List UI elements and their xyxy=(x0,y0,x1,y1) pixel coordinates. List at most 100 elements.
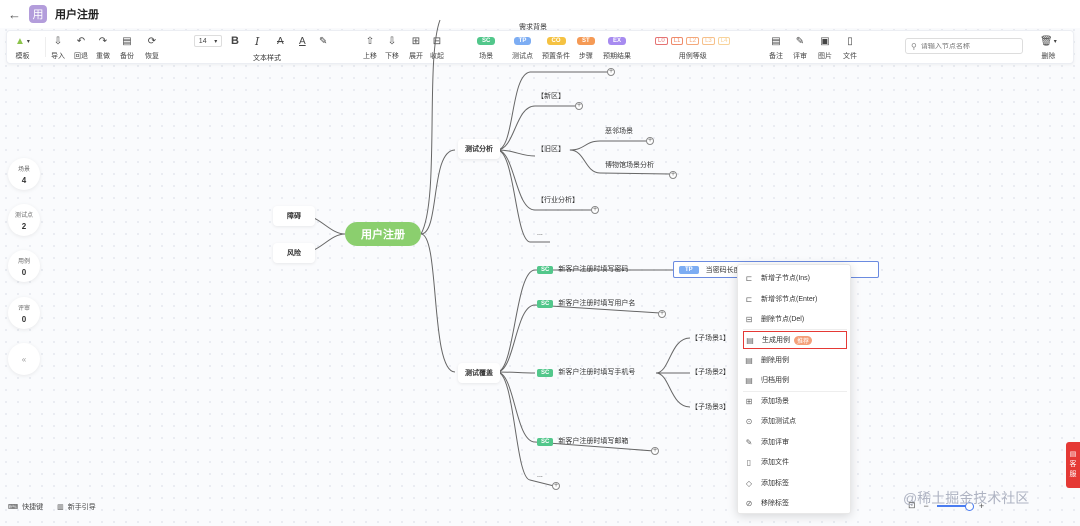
strikethrough-button[interactable]: A xyxy=(277,34,284,48)
menu-add-review[interactable]: ✎添加评审 xyxy=(743,434,847,450)
menu-generate-case[interactable]: ▤生成用例推荐 xyxy=(743,331,847,349)
add-node-icon[interactable]: + xyxy=(658,310,666,318)
undo-button[interactable]: ↶回退 xyxy=(74,35,88,61)
menu-delete-case[interactable]: ▤删除用例 xyxy=(743,352,847,368)
search-input[interactable] xyxy=(920,42,1017,50)
add-node-icon[interactable]: + xyxy=(575,102,583,110)
ex-pill: EX xyxy=(607,37,626,45)
node-new-area[interactable]: 【新区】 xyxy=(537,93,565,100)
expand-button[interactable]: ⊞展开 xyxy=(409,35,423,61)
archive-case-icon: ▤ xyxy=(745,375,753,385)
node-ellipsis[interactable]: ... xyxy=(537,230,543,237)
undo-icon: ↶ xyxy=(76,35,86,47)
font-size-select[interactable]: 14▾ xyxy=(194,34,222,48)
zoom-controls: ⊡ − + xyxy=(908,500,984,511)
zoom-in-icon[interactable]: + xyxy=(978,500,985,511)
image-icon: ▣ xyxy=(820,35,830,47)
sub-scene-3[interactable]: 【子场景3】 xyxy=(691,404,730,411)
add-node-icon[interactable]: + xyxy=(669,171,677,179)
node-museum[interactable]: 博物馆场景分析 xyxy=(605,162,654,169)
collapse-button[interactable]: ⊟收起 xyxy=(430,35,444,61)
move-down-icon: ⇩ xyxy=(387,35,397,47)
menu-add-sibling[interactable]: ⊏新增邻节点(Enter) xyxy=(743,291,847,307)
trash-icon: 🗑 xyxy=(1040,35,1053,47)
divider xyxy=(743,391,847,392)
node-obstacle[interactable]: 障碍 xyxy=(273,206,315,226)
level-l1[interactable]: L1 xyxy=(670,37,684,45)
menu-add-tag[interactable]: ◇添加标签 xyxy=(743,475,847,491)
move-up-button[interactable]: ⇧上移 xyxy=(363,35,377,61)
add-node-icon[interactable]: + xyxy=(607,68,615,76)
backup-button[interactable]: ▤备份 xyxy=(120,35,134,61)
zoom-out-icon[interactable]: − xyxy=(923,500,929,511)
node-test-coverage[interactable]: 测试覆盖 xyxy=(458,363,500,383)
fit-icon[interactable]: ⊡ xyxy=(908,500,916,510)
guide-button[interactable]: ▥新手引导 xyxy=(57,504,96,511)
italic-button[interactable]: I xyxy=(255,34,259,48)
redo-button[interactable]: ↷重做 xyxy=(96,35,110,61)
bold-button[interactable]: B xyxy=(231,34,239,48)
collapse-panel-button[interactable]: « xyxy=(8,343,40,375)
add-node-icon[interactable]: + xyxy=(591,206,599,214)
level-l0[interactable]: L0 xyxy=(655,37,668,45)
keyboard-icon: ⌨ xyxy=(8,504,19,511)
chevron-down-icon: ▾ xyxy=(214,38,218,45)
menu-add-testpoint[interactable]: ⊙添加测试点 xyxy=(743,413,847,429)
double-chevron-left-icon: « xyxy=(21,354,27,364)
chat-icon: ▤ xyxy=(1069,451,1077,458)
menu-delete-node[interactable]: ⊟删除节点(Del) xyxy=(743,311,847,327)
node-ellipsis[interactable]: ... xyxy=(537,472,543,479)
font-color-button[interactable]: A xyxy=(299,34,306,48)
arrow-left-icon[interactable]: ← xyxy=(8,6,21,22)
file-button[interactable]: ▯文件 xyxy=(843,35,857,61)
partial-node-requirement[interactable]: 需求背景 xyxy=(519,24,547,31)
remark-button[interactable]: ▤备注 xyxy=(769,35,783,61)
menu-add-scene[interactable]: ⊞添加场景 xyxy=(743,393,847,409)
review-button[interactable]: ✎评审 xyxy=(793,35,807,61)
move-down-button[interactable]: ⇩下移 xyxy=(385,35,399,61)
add-testpoint-icon: ⊙ xyxy=(745,416,753,426)
node-risk[interactable]: 风险 xyxy=(273,243,315,263)
add-node-icon[interactable]: + xyxy=(552,482,560,490)
customer-service-button[interactable]: ▤ 客 服 xyxy=(1066,442,1080,488)
menu-archive-case[interactable]: ▤归档用例 xyxy=(743,372,847,388)
highlight-button[interactable]: ✎ xyxy=(319,34,327,48)
level-l2[interactable]: L2 xyxy=(686,37,700,45)
menu-add-file[interactable]: ▯添加文件 xyxy=(743,454,847,470)
node-industry[interactable]: 【行业分析】 xyxy=(537,197,579,204)
node-old-area[interactable]: 【旧区】 xyxy=(537,146,565,153)
node-evil-neighbor[interactable]: 恶邻场景 xyxy=(605,128,633,135)
template-button[interactable]: ▲▾ 模板 xyxy=(15,35,30,61)
sub-scene-2[interactable]: 【子场景2】 xyxy=(691,369,730,376)
zoom-slider[interactable] xyxy=(936,501,974,511)
menu-add-child[interactable]: ⊏新增子节点(Ins) xyxy=(743,270,847,286)
add-node-icon[interactable]: + xyxy=(646,137,654,145)
toolbar: ▲▾ 模板 ⇩导入 ↶回退 ↷重做 ▤备份 ⟳恢复 14▾ B I A A ✎ … xyxy=(6,30,1074,64)
menu-remove-tag[interactable]: ⊘移除标签 xyxy=(743,495,847,511)
import-button[interactable]: ⇩导入 xyxy=(51,35,65,61)
sub-scene-1[interactable]: 【子场景1】 xyxy=(691,335,730,342)
restore-button[interactable]: ⟳恢复 xyxy=(145,35,159,61)
search-box[interactable]: ⚲ xyxy=(905,38,1023,54)
level-l4[interactable]: L4 xyxy=(717,37,731,45)
shortcuts-button[interactable]: ⌨快捷键 xyxy=(8,504,44,511)
level-l3[interactable]: L3 xyxy=(702,37,715,45)
add-node-icon[interactable]: + xyxy=(651,447,659,455)
root-node[interactable]: 用户注册 xyxy=(345,222,421,246)
image-button[interactable]: ▣图片 xyxy=(818,35,832,61)
delete-button[interactable]: 🗑▾ 删除 xyxy=(1040,35,1057,61)
node-test-analysis[interactable]: 测试分析 xyxy=(458,139,500,159)
